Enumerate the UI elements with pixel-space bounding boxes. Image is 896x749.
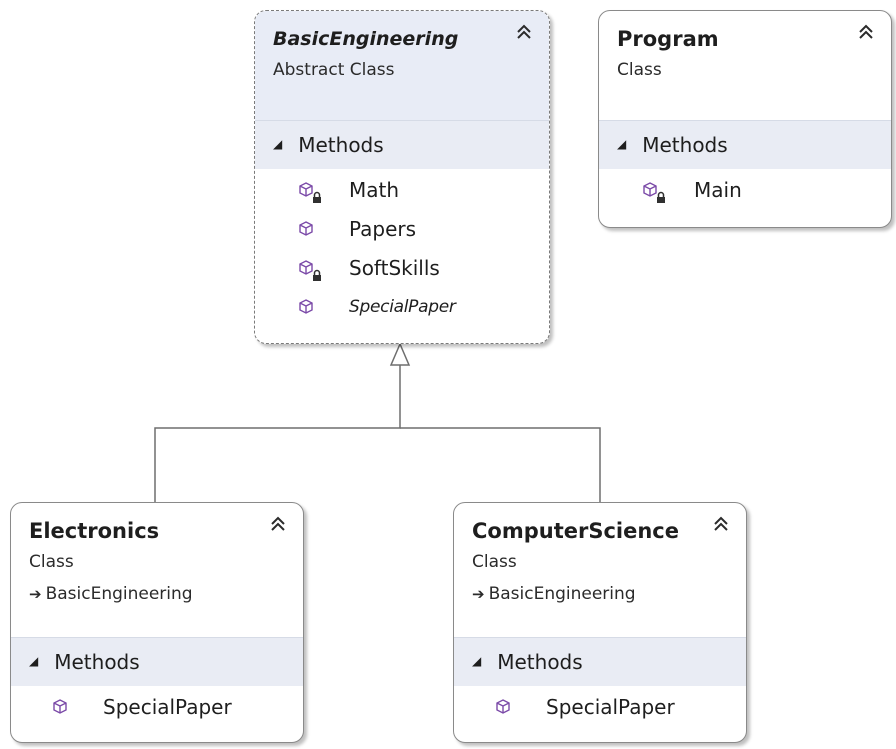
inheritance-line-electronics — [154, 365, 401, 502]
methods-list: SpecialPaper — [454, 686, 746, 727]
public-method-icon — [496, 697, 518, 717]
methods-list: Math Papers SoftSkills SpecialPaper — [255, 169, 549, 327]
expand-triangle-icon: ◢ — [472, 654, 482, 668]
methods-section-toggle[interactable]: ◢ Methods — [11, 637, 303, 686]
class-kind: Class — [617, 60, 662, 80]
public-method-icon — [53, 697, 75, 717]
collapse-chevron-icon[interactable] — [267, 513, 289, 535]
methods-list: Main — [599, 169, 891, 210]
base-class-reference: ➔BasicEngineering — [472, 581, 746, 607]
class-box-program[interactable]: Program Class ◢ Methods Main — [598, 10, 892, 228]
generalization-arrowhead — [389, 342, 411, 366]
collapse-chevron-icon[interactable] — [855, 21, 877, 43]
method-item-specialpaper[interactable]: SpecialPaper — [11, 688, 303, 727]
method-item-specialpaper[interactable]: SpecialPaper — [454, 688, 746, 727]
methods-list: SpecialPaper — [11, 686, 303, 727]
method-name: Papers — [349, 217, 417, 241]
method-item-papers[interactable]: Papers — [255, 210, 549, 249]
class-header: BasicEngineering Abstract Class — [255, 11, 549, 120]
class-box-basicengineering[interactable]: BasicEngineering Abstract Class ◢ Methods… — [254, 10, 550, 344]
inheritance-line-computerscience — [400, 427, 601, 502]
method-item-main[interactable]: Main — [599, 171, 891, 210]
inherits-arrow-icon: ➔ — [29, 585, 42, 603]
methods-section-label: Methods — [642, 133, 728, 157]
methods-section-toggle[interactable]: ◢ Methods — [454, 637, 746, 686]
private-method-icon — [299, 258, 321, 281]
class-header: Electronics Class ➔BasicEngineering — [11, 503, 303, 637]
method-name: Main — [694, 178, 742, 202]
class-kind: Class — [29, 552, 74, 572]
public-method-icon — [299, 297, 321, 317]
inherits-arrow-icon: ➔ — [472, 585, 485, 603]
methods-section-toggle[interactable]: ◢ Methods — [255, 120, 549, 169]
method-name: Math — [349, 178, 400, 202]
public-method-icon — [299, 219, 321, 239]
base-class-name: BasicEngineering — [488, 584, 636, 604]
method-name: SpecialPaper — [546, 695, 675, 719]
collapse-chevron-icon[interactable] — [513, 21, 535, 43]
methods-section-label: Methods — [54, 650, 140, 674]
method-item-softskills[interactable]: SoftSkills — [255, 249, 549, 288]
base-class-reference: ➔BasicEngineering — [29, 581, 303, 607]
private-method-icon — [299, 180, 321, 203]
class-box-electronics[interactable]: Electronics Class ➔BasicEngineering ◢ Met… — [10, 502, 304, 743]
method-name: SoftSkills — [349, 256, 440, 280]
methods-section-label: Methods — [298, 133, 384, 157]
class-kind: Abstract Class — [273, 60, 395, 80]
methods-section-toggle[interactable]: ◢ Methods — [599, 120, 891, 169]
class-header: ComputerScience Class ➔BasicEngineering — [454, 503, 746, 637]
expand-triangle-icon: ◢ — [273, 137, 283, 151]
method-name: SpecialPaper — [103, 695, 232, 719]
class-box-computerscience[interactable]: ComputerScience Class ➔BasicEngineering … — [453, 502, 747, 743]
base-class-name: BasicEngineering — [45, 584, 193, 604]
class-name: ComputerScience — [472, 519, 679, 543]
methods-section-label: Methods — [497, 650, 583, 674]
class-header: Program Class — [599, 11, 891, 120]
class-name: BasicEngineering — [273, 28, 459, 50]
collapse-chevron-icon[interactable] — [710, 513, 732, 535]
class-kind: Class — [472, 552, 517, 572]
expand-triangle-icon: ◢ — [617, 137, 627, 151]
private-method-icon — [643, 180, 665, 203]
class-name: Electronics — [29, 519, 160, 543]
method-name: SpecialPaper — [349, 297, 456, 317]
class-name: Program — [617, 27, 719, 51]
method-item-specialpaper-abstract[interactable]: SpecialPaper — [255, 288, 549, 327]
method-item-math[interactable]: Math — [255, 171, 549, 210]
expand-triangle-icon: ◢ — [29, 654, 39, 668]
